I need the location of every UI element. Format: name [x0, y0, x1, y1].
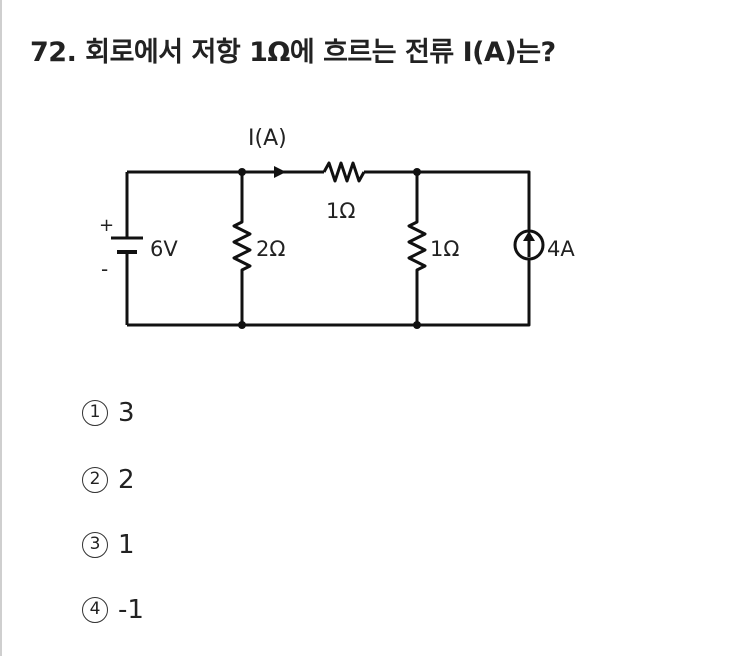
option-1[interactable]: 1 3	[82, 398, 135, 428]
current-label: I(A)	[248, 126, 287, 151]
question-title: 72. 회로에서 저항 1Ω에 흐르는 전류 I(A)는?	[30, 30, 556, 69]
option-marker: 2	[82, 467, 108, 493]
node	[238, 168, 246, 176]
series-resistor	[322, 161, 366, 183]
plus-sign: +	[99, 215, 114, 236]
option-marker: 4	[82, 597, 108, 623]
voltage-label: 6V	[150, 237, 178, 261]
option-marker: 3	[82, 532, 108, 558]
node	[413, 168, 421, 176]
option-marker: 1	[82, 400, 108, 426]
question-text: 회로에서 저항 1Ω에 흐르는 전류 I(A)는?	[85, 37, 556, 68]
current-source-arrowhead	[523, 231, 535, 241]
wire-top-right	[364, 170, 531, 231]
series-resistor-label: 1Ω	[326, 199, 355, 223]
wire-bottom	[127, 259, 531, 327]
minus-sign: -	[101, 257, 108, 281]
option-text: 3	[118, 398, 135, 428]
current-direction-arrow	[274, 166, 286, 178]
option-text: 2	[118, 465, 135, 495]
node	[413, 321, 421, 329]
shunt-resistor-1ohm	[407, 172, 427, 325]
node	[238, 321, 246, 329]
circuit-diagram: I(A) + - 6V 2Ω 1Ω 1Ω 4A	[99, 126, 575, 329]
option-3[interactable]: 3 1	[82, 530, 135, 560]
resistor-1ohm-label: 1Ω	[430, 237, 459, 261]
resistor-2ohm-label: 2Ω	[256, 237, 285, 261]
option-4[interactable]: 4 -1	[82, 595, 144, 625]
question-number: 72.	[30, 37, 77, 68]
current-source-label: 4A	[547, 237, 575, 261]
shunt-resistor-2ohm	[232, 172, 252, 325]
option-text: -1	[118, 595, 144, 625]
option-text: 1	[118, 530, 135, 560]
option-2[interactable]: 2 2	[82, 465, 135, 495]
